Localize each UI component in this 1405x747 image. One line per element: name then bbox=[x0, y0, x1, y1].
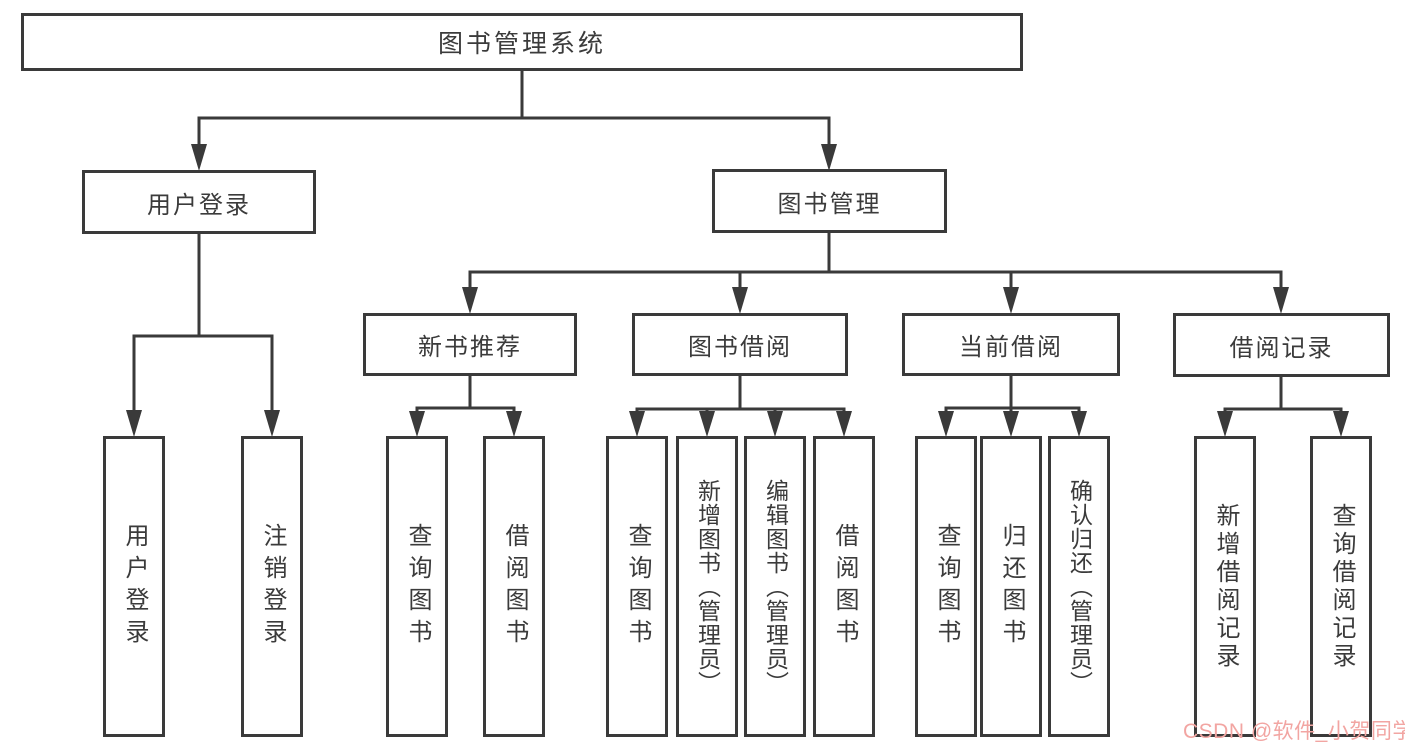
node-label: 图书管理系统 bbox=[437, 30, 606, 58]
node-leaf-query-books-newbook: 查询图书 bbox=[386, 436, 448, 737]
node-label: 查询图书 bbox=[624, 522, 651, 651]
node-borrow-records: 借阅记录 bbox=[1173, 313, 1390, 377]
node-label: 查询图书 bbox=[933, 522, 960, 651]
node-new-book-recommend: 新书推荐 bbox=[363, 313, 577, 376]
arrowhead-icon bbox=[1333, 411, 1349, 437]
node-label: 借阅图书 bbox=[831, 522, 858, 651]
node-leaf-logout: 注销登录 bbox=[241, 436, 303, 737]
arrowhead-icon bbox=[409, 411, 425, 437]
arrowhead-icon bbox=[821, 144, 837, 171]
node-label: 归还图书 bbox=[998, 522, 1025, 651]
node-root: 图书管理系统 bbox=[21, 13, 1023, 71]
node-leaf-add-books-admin: 新增图书（管理员） bbox=[676, 436, 738, 737]
arrowhead-icon bbox=[462, 287, 478, 314]
arrowhead-icon bbox=[1217, 411, 1233, 437]
node-book-management: 图书管理 bbox=[712, 169, 947, 233]
arrowhead-icon bbox=[732, 287, 748, 314]
connector-new-book-children bbox=[409, 374, 522, 437]
node-label: 查询借阅记录 bbox=[1328, 502, 1355, 671]
arrowhead-icon bbox=[767, 411, 783, 437]
node-label: 新增图书（管理员） bbox=[694, 478, 721, 695]
node-label: 当前借阅 bbox=[959, 334, 1063, 361]
node-label: 确认归还（管理员） bbox=[1066, 478, 1093, 695]
node-leaf-add-borrow-record: 新增借阅记录 bbox=[1194, 436, 1256, 737]
arrowhead-icon bbox=[836, 411, 852, 437]
node-leaf-edit-books-admin: 编辑图书（管理员） bbox=[744, 436, 806, 737]
arrowhead-icon bbox=[1003, 287, 1019, 314]
arrowhead-icon bbox=[264, 410, 280, 437]
connector-root-to-level2 bbox=[191, 69, 837, 171]
connector-book-borrow-children bbox=[629, 374, 852, 437]
node-leaf-borrow-books-newbook: 借阅图书 bbox=[483, 436, 545, 737]
node-label: 图书借阅 bbox=[688, 334, 792, 361]
node-label: 查询图书 bbox=[404, 522, 431, 651]
connector-user-login-children bbox=[126, 232, 280, 437]
arrowhead-icon bbox=[1003, 411, 1019, 437]
node-user-login-branch: 用户登录 bbox=[82, 170, 316, 234]
node-leaf-confirm-return-admin: 确认归还（管理员） bbox=[1048, 436, 1110, 737]
connector-current-borrow-children bbox=[938, 374, 1087, 437]
arrowhead-icon bbox=[938, 411, 954, 437]
node-label: 编辑图书（管理员） bbox=[762, 478, 789, 695]
arrowhead-icon bbox=[191, 144, 207, 171]
arrowhead-icon bbox=[629, 411, 645, 437]
connector-book-management-level3 bbox=[462, 230, 1289, 314]
arrowhead-icon bbox=[699, 411, 715, 437]
connector-borrow-records-children bbox=[1217, 375, 1349, 437]
node-label: 用户登录 bbox=[147, 191, 251, 219]
node-label: 新增借阅记录 bbox=[1212, 502, 1239, 671]
node-label: 借阅图书 bbox=[501, 522, 528, 651]
arrowhead-icon bbox=[126, 410, 142, 437]
node-label: 用户登录 bbox=[121, 522, 148, 651]
node-leaf-query-books-current: 查询图书 bbox=[915, 436, 977, 737]
node-leaf-borrow-books-borrow: 借阅图书 bbox=[813, 436, 875, 737]
node-label: 图书管理 bbox=[777, 190, 882, 218]
node-book-borrow: 图书借阅 bbox=[632, 313, 848, 376]
arrowhead-icon bbox=[1071, 411, 1087, 437]
node-label: 借阅记录 bbox=[1229, 334, 1334, 362]
node-label: 注销登录 bbox=[259, 522, 286, 651]
node-current-borrow: 当前借阅 bbox=[902, 313, 1120, 376]
node-leaf-return-books: 归还图书 bbox=[980, 436, 1042, 737]
node-leaf-query-borrow-record: 查询借阅记录 bbox=[1310, 436, 1372, 737]
arrowhead-icon bbox=[1273, 287, 1289, 314]
node-leaf-user-login: 用户登录 bbox=[103, 436, 165, 737]
arrowhead-icon bbox=[506, 411, 522, 437]
node-leaf-query-books-borrow: 查询图书 bbox=[606, 436, 668, 737]
csdn-watermark: CSDN @软件_小贺同学 bbox=[1183, 720, 1405, 743]
node-label: 新书推荐 bbox=[418, 334, 522, 361]
